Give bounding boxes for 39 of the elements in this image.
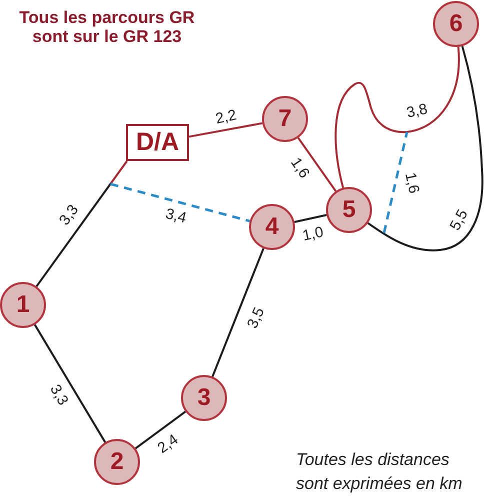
start-finish-box — [126, 124, 189, 161]
waypoint-marker — [433, 1, 479, 47]
waypoint-number: 2 — [110, 450, 124, 474]
trail-line — [294, 214, 327, 223]
distance-label: 1,6 — [288, 155, 312, 181]
waypoint-marker — [326, 187, 372, 233]
waypoint-number: 5 — [342, 198, 356, 222]
distance-label: 2,4 — [155, 432, 181, 456]
dashed-shortcut-line — [110, 182, 250, 222]
waypoint-number: 3 — [197, 386, 211, 410]
distance-label: 3,5 — [244, 305, 268, 331]
waypoint-marker — [0, 282, 46, 328]
trail-line — [134, 410, 186, 450]
waypoint-marker — [249, 204, 295, 250]
distance-label: 3,3 — [47, 382, 71, 408]
trail-line — [334, 46, 460, 188]
trail-line — [297, 137, 337, 192]
distance-label: 3,3 — [56, 202, 82, 228]
distance-label: 3,8 — [405, 102, 429, 120]
trail-line — [34, 324, 106, 443]
trail-line — [212, 248, 264, 377]
waypoint-number: 4 — [265, 215, 279, 239]
waypoint-marker — [94, 439, 140, 485]
start-finish-label: D/A — [136, 130, 180, 155]
waypoint-number: 7 — [278, 107, 292, 131]
trail-line — [367, 46, 484, 252]
waypoint-number: 1 — [16, 293, 30, 317]
distance-label: 2,2 — [214, 108, 238, 126]
distance-label: 1,0 — [301, 224, 325, 244]
trail-line — [36, 160, 128, 287]
distance-label: 3,4 — [164, 206, 188, 226]
waypoint-number: 6 — [449, 12, 463, 36]
distance-note: Toutes les distances sont exprimées en km — [296, 449, 464, 495]
trail-line — [188, 122, 263, 138]
waypoint-marker — [262, 96, 308, 142]
distance-label: 1,6 — [402, 171, 422, 195]
waypoint-marker — [181, 375, 227, 421]
diagram-title: Tous les parcours GR sont sur le GR 123 — [18, 8, 196, 46]
distance-label: 5,5 — [447, 207, 471, 233]
